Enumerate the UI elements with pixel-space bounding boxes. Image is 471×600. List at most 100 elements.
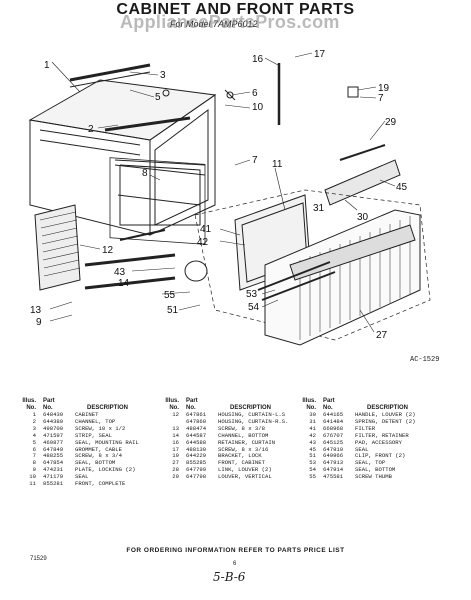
description: FILTER [355,424,376,432]
part-no: 855281 [43,480,64,488]
callout-45: 45 [396,182,408,193]
description: SCREW, 8 x 3/4 [75,452,122,460]
part-no: 855285 [186,459,207,467]
part-no: 644587 [186,431,207,439]
description: GROMMET, CABLE [75,445,122,453]
illus-no: 6 [32,445,36,453]
illus-no: 43 [309,438,316,446]
illus-no: 7 [32,452,36,460]
callout-7: 7 [252,155,258,166]
illus-no: 16 [172,438,179,446]
illus-no: 9 [32,466,36,474]
part-no: 644229 [186,452,207,460]
description: CABINET [75,411,99,418]
callout-19: 19 [378,83,390,94]
description: CHANNEL, TOP [75,417,116,425]
callout-6: 6 [252,88,258,99]
illus-no: 53 [309,459,316,467]
part-no: 469877 [43,438,64,446]
part-no: 644380 [43,417,64,425]
part-no: 647849 [43,445,64,453]
description: CLIP, FRONT (2) [355,452,406,460]
page-title: CABINET AND FRONT PARTS [116,1,355,18]
part-no: 647913 [323,459,344,467]
callout-31: 31 [313,203,325,214]
illus-no: 8 [32,459,36,467]
callout-54: 54 [248,302,260,313]
illus-no: 10 [29,473,36,481]
description: SEAL, BOTTOM [75,459,116,467]
callout-13: 13 [30,305,42,316]
form-reference: 71529 [30,556,47,562]
description: HANDLE, LOUVER (2) [355,411,416,418]
model-subtitle: For Model 7AMP6012 [170,19,258,29]
callout-1: 1 [44,60,50,71]
callout-5: 5 [155,92,161,103]
column-header: Illus. Part [302,398,335,404]
callout-16: 16 [252,54,264,65]
part-no: 676707 [323,431,344,439]
part-no: 647914 [323,466,344,474]
part-no: 645125 [323,438,344,446]
illus-no: 42 [309,431,316,439]
table-row: 31 641484 SPRING, DETENT (2) [300,417,416,426]
illus-no: 28 [172,466,179,474]
illus-no: 1 [32,411,36,418]
description: FILTER, RETAINER [355,431,409,439]
ordering-notice: FOR ORDERING INFORMATION REFER TO PARTS … [126,547,345,554]
callout-8: 8 [142,168,148,179]
illus-no: 3 [32,424,36,432]
table-row: 30 644165 HANDLE, LOUVER (2) [300,411,416,419]
part-no: 647861 [186,411,207,418]
callout-3: 3 [160,70,166,81]
description: SEAL [75,473,89,481]
part-no: 475581 [323,473,344,481]
column-header: No. No. DESCRIPTION [169,405,272,411]
callout-41: 41 [200,224,212,235]
part-no: 647798 [186,473,207,481]
description: SPRING, DETENT (2) [355,417,416,425]
illus-no: 27 [172,459,179,467]
part-no: 647860 [186,417,207,425]
illus-no: 4 [32,431,36,439]
table-row: 9 474231 PLATE, LOCKING (2) [20,466,139,474]
table-row: 6 647849 GROMMET, CABLE [20,445,139,454]
part-no: 647919 [323,445,344,453]
callout-43: 43 [114,267,126,278]
part-no: 668968 [323,424,344,432]
callout-29: 29 [385,117,397,128]
description: PLATE, LOCKING (2) [75,466,136,474]
column-header: Illus. Part [165,398,198,404]
callout-2: 2 [88,124,94,135]
part-no: 647854 [43,459,64,467]
part-no: 498700 [43,424,64,432]
callout-10: 10 [252,102,264,113]
illus-no: 31 [309,417,316,425]
part-no: 474231 [43,466,64,474]
curtain-housing-drawing [34,204,81,291]
part-no: 641484 [323,417,344,425]
illus-no: 30 [309,411,316,418]
part-no: 644165 [323,411,344,418]
callout-7b: 7 [378,93,384,104]
handwritten-note: 5-B-6 [213,570,246,584]
column-header: Illus. Part [22,398,55,404]
description: SCREW, 8 x 3/16 [218,445,269,453]
